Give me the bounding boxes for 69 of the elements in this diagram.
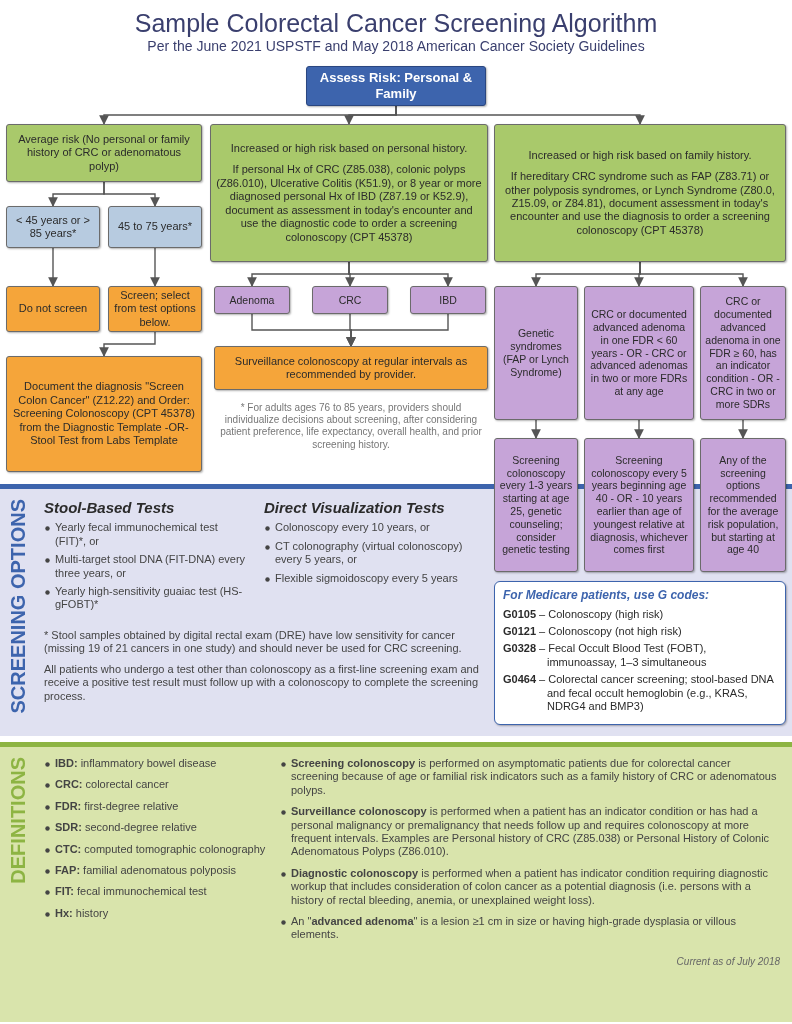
section-title: SCREENING OPTIONS <box>8 499 28 714</box>
process-box: Screening colonoscopy every 5 years beginning age 40 - OR - 10 years earlier than age of youngest relative at diagnosis, whichever comes first <box>584 438 694 572</box>
note-text: All patients who undergo a test other than colonoscopy as a first-line screening exam and receive a positive test result must follow up with a colonoscopy to complete the screening process. <box>44 662 480 704</box>
process-box: CRC <box>312 286 388 314</box>
process-box: Average risk (No personal or family history of CRC or adenomatous polyp) <box>6 124 202 182</box>
arrow <box>738 419 748 439</box>
process-box: < 45 years or > 85 years* <box>6 206 100 248</box>
code-line: G0328 – Fecal Occult Blood Test (FOBT), immunoassay, 1–3 simultaneous <box>503 642 708 670</box>
code-line: G0464 – Colorectal cancer screening; stool-based DNA and fecal occult hemoglobin (e.g., KRAS, NDRG4 and BMP3) <box>503 673 775 714</box>
column-heading: Stool-Based Tests <box>44 499 176 518</box>
code-line: G0105 – Colonoscopy (high risk) <box>503 607 665 622</box>
process-box: Any of the screening options recommended for the average risk population, but starting at age 40 <box>700 438 786 572</box>
definition-item: FDR: first-degree relative <box>55 799 180 814</box>
list-item: CT colonography (virtual colonoscopy) every 5 years, or <box>275 539 464 567</box>
info-box <box>494 581 786 725</box>
definition-item: FAP: familial adenomatous polyposis <box>55 864 237 878</box>
process-box: Screening colonoscopy every 1-3 years starting at age 25, genetic counseling; consider genetic testing <box>494 438 578 572</box>
list-item: Flexible sigmoidoscopy every 5 years <box>275 571 459 585</box>
arrow <box>103 181 160 207</box>
code-line: G0121 – Colonoscopy (not high risk) <box>503 625 683 639</box>
list-item: Colonoscopy every 10 years, or <box>275 521 431 535</box>
definition-item: Diagnostic colonoscopy is performed when a patient has indicator condition requiring diagnostic workup that includes consideration of colon cancer as a potential diagnosis (i.e. persons with a history of rectal bleeding, anemia, or unexplained weight loss). <box>291 866 769 908</box>
process-box: 45 to 75 years* <box>108 206 202 248</box>
arrow <box>639 261 748 287</box>
box-text: If hereditary CRC syndrome such as FAP (Z83.71) or other polyposis syndromes, or Lynch Syndrome (Z80.0, Z15.09, or Z84.81), document assessment in today's encounter and use the diagnosis to order a screening colonoscopy (CPT 45378) <box>504 170 776 238</box>
definition-item: CRC: colorectal cancer <box>55 778 170 792</box>
footnote: * Stool samples obtained by digital rectal exam (DRE) have low sensitivity for cancer (missing 19 of 21 cancers in one study) and should never be used for CRC screening. <box>44 629 463 656</box>
arrow <box>346 313 449 347</box>
definition-item: An "advanced adenoma" is a lesion ≥1 cm in size or having high-grade dysplasia or villous elements. <box>291 915 737 942</box>
process-box: Genetic syndromes (FAP or Lynch Syndrome) <box>494 286 578 420</box>
section-panel <box>0 742 792 1022</box>
definition-item: CTC: computed tomographic colonography <box>55 842 267 857</box>
arrow <box>395 105 645 125</box>
process-box: CRC or documented advanced adenoma in one FDR < 60 years - OR - CRC or advanced adenomas in two or more FDRs at any age <box>584 286 694 420</box>
arrow <box>99 331 156 357</box>
arrow <box>150 247 160 287</box>
arrow <box>634 419 644 439</box>
definition-item: Hx: history <box>55 906 110 921</box>
process-box: Screen; select from test options below. <box>108 286 202 332</box>
box-heading: For Medicare patients, use G codes: <box>503 588 711 603</box>
process-box <box>210 124 488 262</box>
definition-item: FIT: fecal immunochemical test <box>55 885 208 899</box>
arrow <box>531 419 541 439</box>
arrow <box>48 247 58 287</box>
title: Sample Colorectal Cancer Screening Algorithm <box>133 8 659 39</box>
box-heading: Increased or high risk based on personal history. <box>229 142 469 156</box>
process-box: Document the diagnosis "Screen Colon Cancer" (Z12.22) and Order: Screening Colonoscopy (CPT 45378) from the Diagnostic Template -OR- Stool Test from Labs Template <box>6 356 202 472</box>
definition-item: Screening colonoscopy is performed on asymptomatic patients due for colorectal cancer screening because of age or familial risk indicators such as a family history of CRC or adenomatous polyps. <box>291 757 778 798</box>
list-item: Yearly fecal immunochemical test (FIT)*, or <box>55 521 219 549</box>
definition-item: SDR: second-degree relative <box>55 821 198 835</box>
arrow <box>348 261 453 287</box>
process-box: Surveillance colonoscopy at regular intervals as recommended by provider. <box>214 346 488 390</box>
column-heading: Direct Visualization Tests <box>264 499 446 518</box>
box-text: If personal Hx of CRC (Z85.038), colonic polyps (Z86.010), Ulcerative Colitis (K51.9), or 8 year or more diagnosed personal Hx of IBD (Z87.19 or K52.9), document as assessment in today's encounter and use the diagnostic code to order a screening colonoscopy (CPT 45378) <box>215 163 483 244</box>
subtitle: Per the June 2021 USPSTF and May 2018 American Cancer Society Guidelines <box>146 38 646 56</box>
footnote: * For adults ages 76 to 85 years, providers should individualize decisions about screening, after considering patient preference, life expectancy, overall health, and prior screening history. <box>219 402 483 451</box>
list-item: Multi-target stool DNA (FIT-DNA) every three years, or <box>55 553 247 580</box>
box-heading: Increased or high risk based on family history. <box>527 148 753 163</box>
definition-item: IBD: inflammatory bowel disease <box>55 757 218 771</box>
definition-item: Surveillance colonoscopy is performed when a patient has an indicator condition or has had a personal malignancy or premalignancy that needs follow up and requires colonoscopy at more frequent intervals. Examples are Personal history of CRC (Z85.038) or Personal History of Colonic Adenomatous Polyps (Z86.010). <box>291 805 771 859</box>
process-box: Assess Risk: Personal & Family <box>306 66 486 106</box>
section-title: DEFINITIONS <box>8 757 28 884</box>
list-item: Yearly high-sensitivity guaiac test (HS-gFOBT)* <box>55 584 244 612</box>
date-note: Current as of July 2018 <box>675 955 780 969</box>
process-box: CRC or documented advanced adenoma in one FDR ≥ 60, has an indicator condition - OR - CRC in two or more SDRs <box>700 286 786 420</box>
process-box: IBD <box>410 286 486 314</box>
process-box: Do not screen <box>6 286 100 332</box>
process-box <box>494 124 786 262</box>
process-box: Adenoma <box>214 286 290 314</box>
